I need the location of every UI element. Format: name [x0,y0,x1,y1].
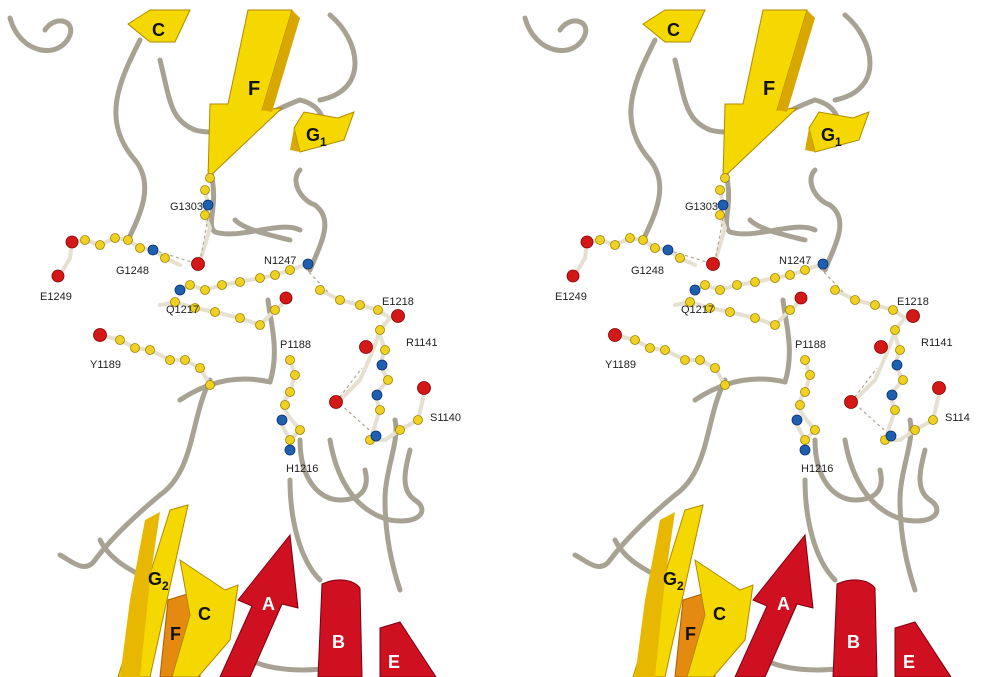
residue-label: R1141 [921,337,953,349]
strand-G1: G1 [290,112,354,152]
stereo-panel-right: C F G1 G2 F C A B [525,10,970,677]
residue-label: G1248 [631,265,664,277]
residue-label: P1188 [280,339,311,351]
residue-label: N1247 [779,255,811,267]
strand-label: C [713,604,726,624]
strand-B: B [318,580,362,677]
strand-label: A [777,594,790,614]
residue-label: N1247 [264,255,296,267]
side-chains [567,174,946,456]
stereo-panel-left: C F G1 G2 F C A B [10,10,461,677]
strand-label: C [152,20,165,40]
residue-label: H1216 [286,463,318,475]
strand-F-top: F [208,10,300,178]
residue-label: S114 [945,412,970,424]
strand-label: C [198,604,211,624]
strand-B: B [833,580,877,677]
strand-label: F [763,78,775,100]
strand-label: A [262,594,275,614]
residue-label: E1249 [555,291,587,303]
strand-label: E [903,652,915,672]
strand-label: E [388,652,400,672]
strand-C-top: C [643,10,705,42]
strand-subscript: 1 [320,135,327,149]
strand-label: F [248,78,260,100]
residue-label: R1141 [406,337,438,349]
strand-label: B [847,632,860,652]
strand-G1: G1 [805,112,869,152]
strand-label: C [667,20,680,40]
residue-label: S1140 [430,412,461,424]
residue-label: Q1217 [681,304,714,316]
strand-subscript: 2 [677,579,684,593]
residue-label: H1216 [801,463,833,475]
residue-label: G1303 [685,201,718,213]
strand-E: E [895,622,951,677]
strand-subscript: 1 [835,135,842,149]
residue-label: Q1217 [166,304,199,316]
strand-label: G [148,569,162,589]
strand-C-top: C [128,10,190,42]
strand-subscript: 2 [162,579,169,593]
residue-label: P1188 [795,339,826,351]
strand-label: F [170,624,181,644]
strand-label: G [306,125,320,145]
residue-label: E1249 [40,291,72,303]
residue-label: E1218 [897,296,929,308]
strand-E: E [380,622,436,677]
residue-label: Y1189 [605,359,636,371]
strand-label: G [663,569,677,589]
strand-label: F [685,624,696,644]
strand-label: B [332,632,345,652]
strand-F-top: F [723,10,815,178]
residue-label: G1303 [170,201,203,213]
residue-label: Y1189 [90,359,121,371]
side-chains [52,174,431,456]
residue-label: G1248 [116,265,149,277]
strand-label: G [821,125,835,145]
residue-label: E1218 [382,296,414,308]
